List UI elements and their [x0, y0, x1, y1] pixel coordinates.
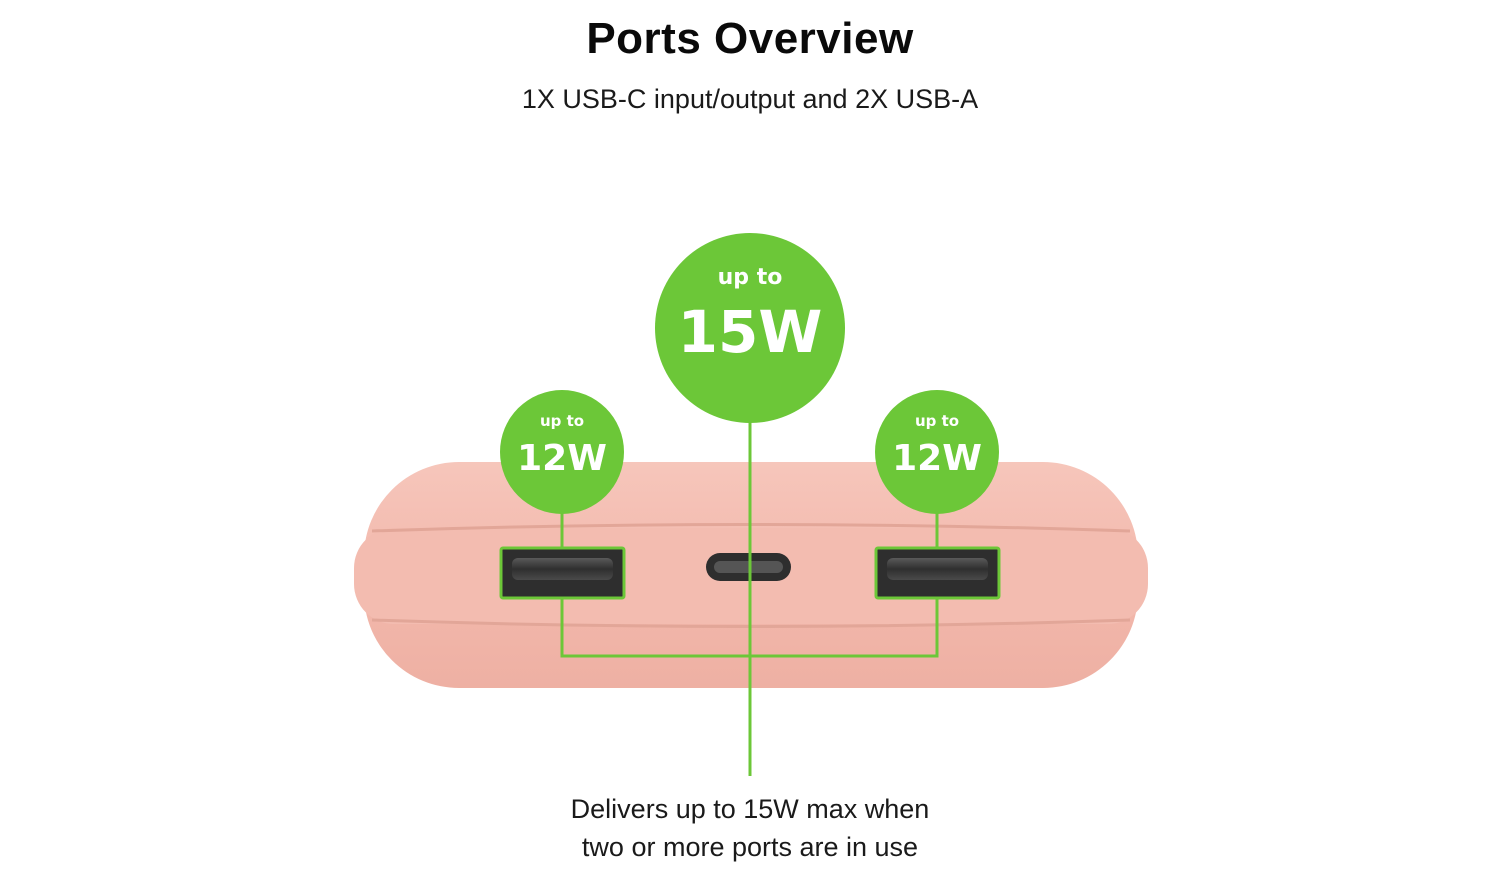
caption-line-2: two or more ports are in use: [581, 832, 919, 862]
badge-left: up to 12W: [500, 390, 624, 514]
badge-center-prefix: up to: [718, 265, 783, 290]
page-subtitle: 1X USB-C input/output and 2X USB-A: [521, 84, 979, 114]
badge-left-wattage: 12W: [517, 438, 607, 479]
caption-line-1: Delivers up to 15W max when: [570, 794, 930, 824]
connector-lines: [560, 420, 939, 776]
page-title: Ports Overview: [586, 14, 914, 63]
badge-right-prefix: up to: [915, 412, 959, 430]
badge-right-wattage: 12W: [892, 438, 982, 479]
badge-center-wattage: 15W: [678, 298, 823, 366]
usb-a-port-left: [499, 546, 626, 600]
usb-a-port-right: [874, 546, 1001, 600]
badge-center: up to 15W: [655, 233, 845, 423]
caption: Delivers up to 15W max when two or more …: [0, 790, 1500, 866]
badge-left-prefix: up to: [540, 412, 584, 430]
badge-right: up to 12W: [875, 390, 999, 514]
